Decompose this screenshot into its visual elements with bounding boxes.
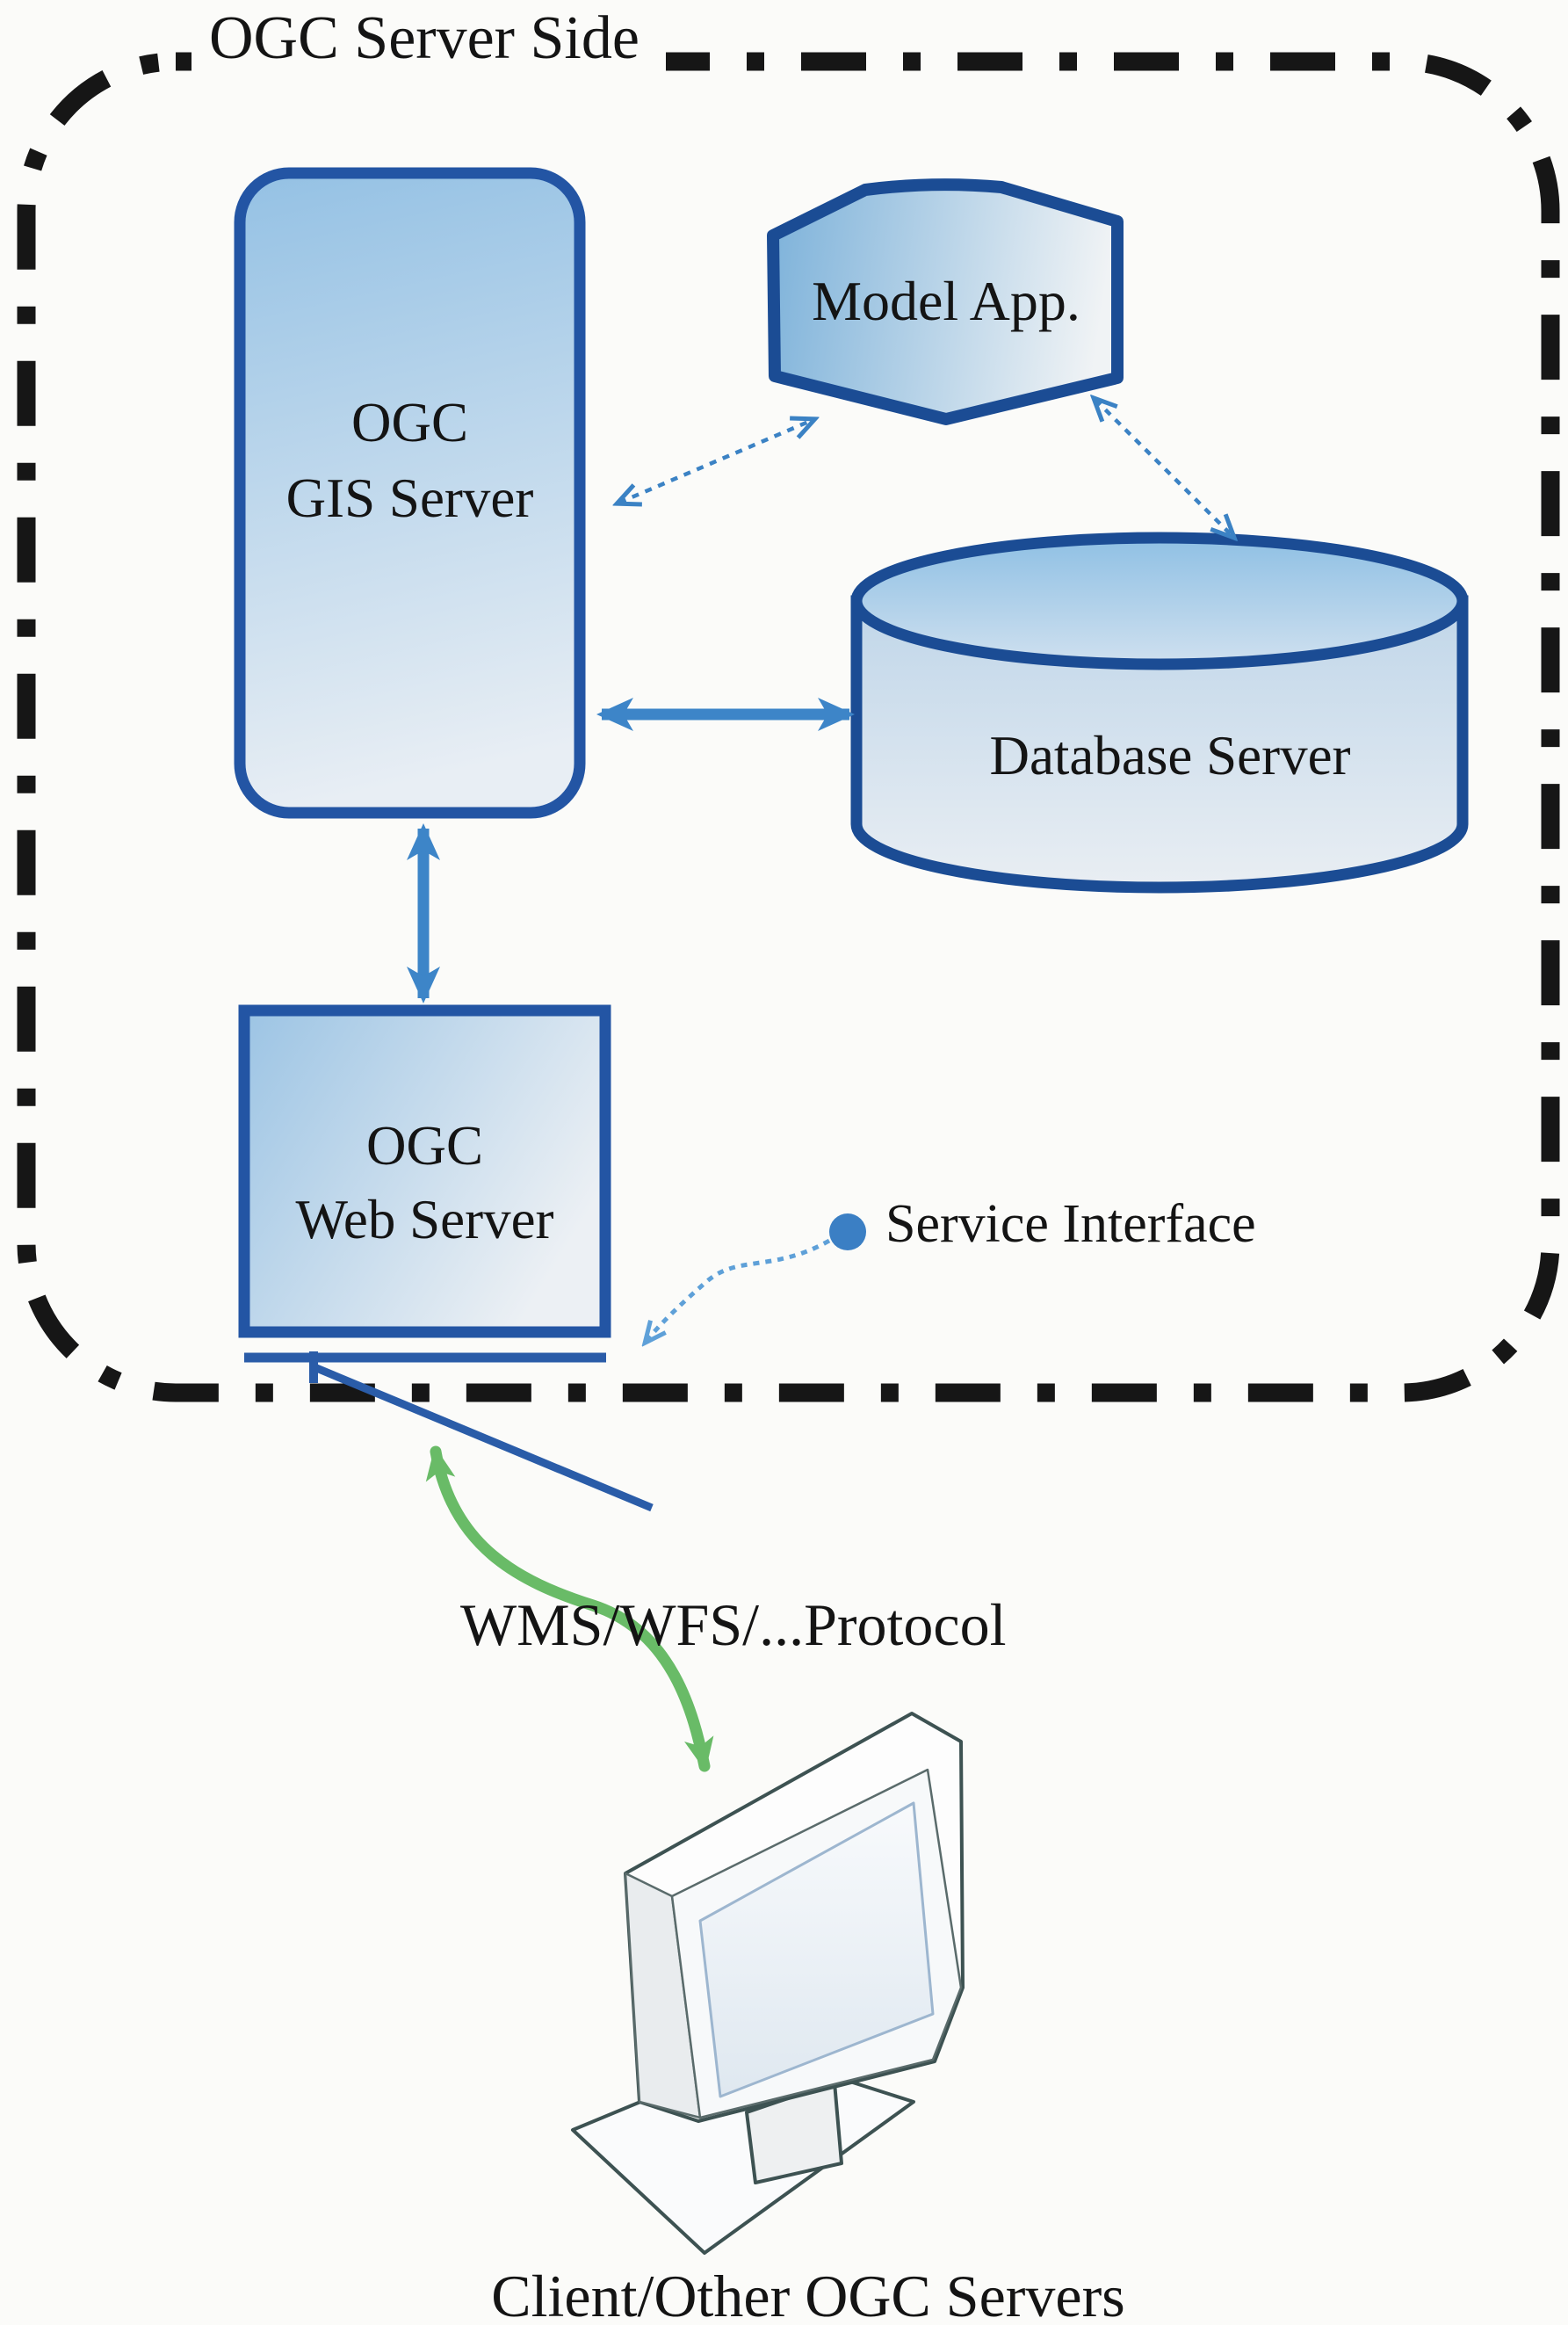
client-label: Client/Other OGC Servers bbox=[491, 2263, 1125, 2325]
server-side-boundary bbox=[17, 52, 1560, 1402]
monitor-screen bbox=[698, 1801, 935, 2098]
web-server-label-line1: OGC bbox=[365, 1115, 483, 1177]
client-monitor-icon bbox=[571, 1712, 965, 2255]
gis-server-label-line1: OGC bbox=[350, 392, 468, 453]
database-server-label: Database Server bbox=[989, 725, 1351, 786]
model-app-shape bbox=[767, 178, 1124, 425]
web-server-label-line2: Web Server bbox=[295, 1189, 554, 1250]
gis-server-label-line2: GIS Server bbox=[285, 467, 534, 529]
gis-server-label: OGC GIS Server bbox=[240, 385, 580, 536]
title-mask bbox=[191, 28, 666, 90]
database-cylinder-body bbox=[850, 595, 1469, 894]
gis-modelapp-arrow bbox=[619, 420, 813, 503]
web-server-box bbox=[238, 1004, 611, 1338]
gis-server-box bbox=[234, 167, 586, 819]
model-app-label: Model App. bbox=[812, 270, 1080, 332]
database-cylinder-top bbox=[850, 532, 1469, 670]
protocol-arrow bbox=[425, 1445, 714, 1772]
service-interface-pointer-arrow bbox=[647, 1238, 831, 1341]
service-interface-dot bbox=[829, 1213, 866, 1250]
service-interface-label: Service Interface bbox=[885, 1194, 1256, 1254]
protocol-label: WMS/WFS/...Protocol bbox=[460, 1591, 1007, 1658]
diagram-title: OGC Server Side bbox=[209, 4, 639, 72]
modelapp-database-arrow bbox=[1095, 400, 1232, 536]
web-server-label: OGC Web Server bbox=[244, 1109, 605, 1257]
